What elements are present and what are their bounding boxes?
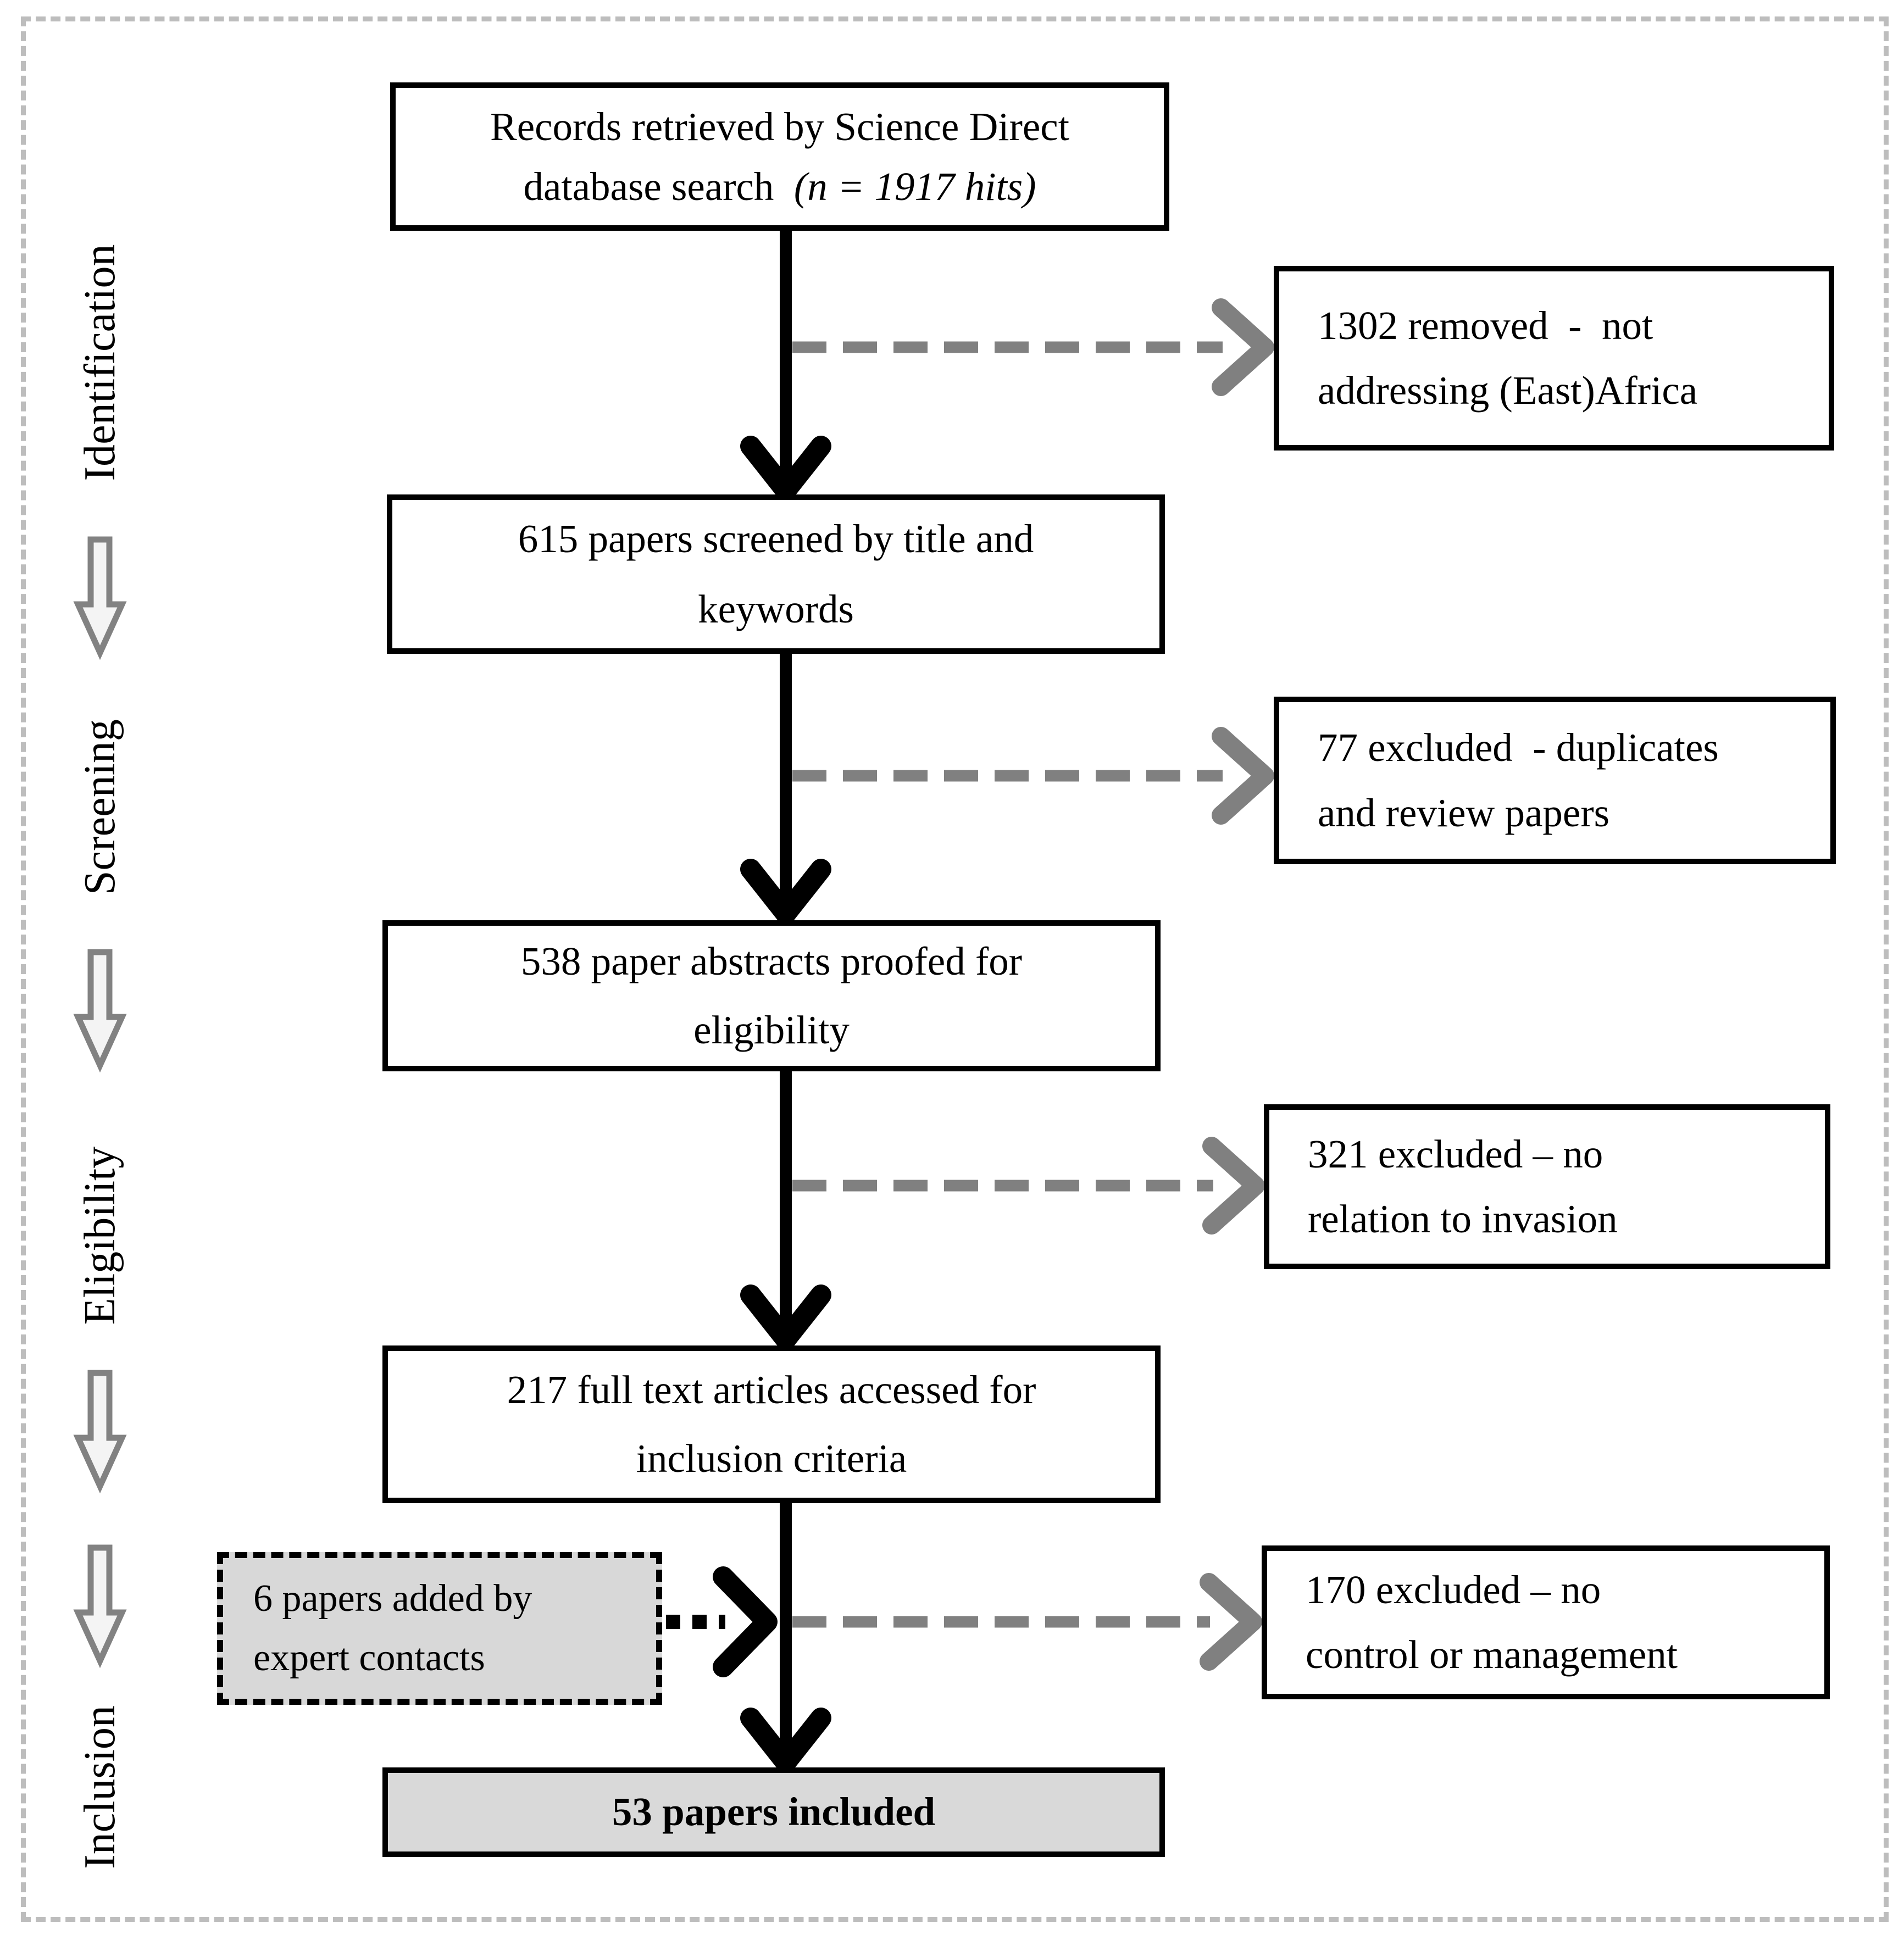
box-records-retrieved: Records retrieved by Science Direct datab… bbox=[390, 82, 1169, 231]
stage-label-screening: Screening bbox=[75, 719, 124, 895]
box-excluded-no-invasion: 321 excluded – no relation to invasion bbox=[1264, 1104, 1830, 1269]
down-arrow-screened-to-abstracts-icon bbox=[740, 653, 831, 924]
stage-down-arrow-1-icon bbox=[73, 536, 127, 660]
box-excluded-not-africa: 1302 removed - not addressing (East)Afri… bbox=[1274, 266, 1834, 451]
down-arrow-abstracts-to-fulltext-icon bbox=[740, 1070, 831, 1350]
box-fulltext-accessed: 217 full text articles accessed for incl… bbox=[382, 1345, 1161, 1503]
dashed-arrow-to-excluded170-icon bbox=[792, 1573, 1262, 1671]
records-n-value: (n = 1917 hits) bbox=[793, 164, 1036, 209]
dashed-arrow-to-excluded77-icon bbox=[792, 727, 1274, 825]
stage-down-arrow-2-icon bbox=[73, 949, 127, 1073]
stage-label-identification: Identification bbox=[75, 244, 124, 481]
box-papers-screened: 615 papers screened by title and keyword… bbox=[387, 494, 1165, 654]
records-line1: Records retrieved by Science Direct bbox=[490, 104, 1069, 149]
down-arrow-fulltext-to-included-icon bbox=[740, 1503, 831, 1773]
box-papers-included: 53 papers included bbox=[382, 1767, 1165, 1857]
box-abstracts-proofed: 538 paper abstracts proofed for eligibil… bbox=[382, 920, 1161, 1071]
stage-down-arrow-4-icon bbox=[73, 1544, 127, 1669]
stage-label-inclusion: Inclusion bbox=[75, 1705, 124, 1869]
stage-label-eligibility: Eligibility bbox=[75, 1146, 124, 1325]
records-line2: database search bbox=[523, 164, 794, 209]
dashed-arrow-to-removed1302-icon bbox=[792, 298, 1274, 396]
box-excluded-no-control: 170 excluded – no control or management bbox=[1262, 1545, 1830, 1699]
box-excluded-duplicates: 77 excluded - duplicates and review pape… bbox=[1274, 697, 1836, 864]
dotted-arrow-expert-to-flow-icon bbox=[666, 1566, 778, 1677]
dashed-arrow-to-excluded321-icon bbox=[792, 1137, 1265, 1235]
down-arrow-records-to-screened-icon bbox=[740, 230, 831, 501]
box-expert-contacts: 6 papers added by expert contacts bbox=[217, 1552, 662, 1705]
figure-border bbox=[21, 16, 1889, 1922]
stage-down-arrow-3-icon bbox=[73, 1370, 127, 1494]
